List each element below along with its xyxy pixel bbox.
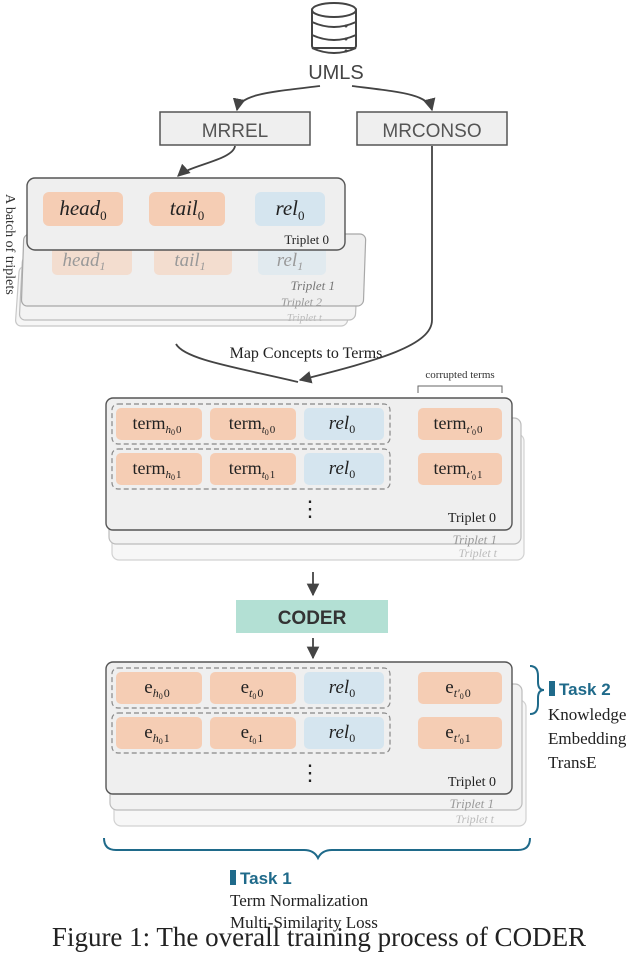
e-tprime-1-chip bbox=[418, 717, 502, 749]
term-h-0-chip bbox=[116, 408, 202, 440]
mrrel-label: MRREL bbox=[202, 121, 269, 142]
terms-ellipsis: ⋮ bbox=[299, 496, 321, 521]
e-h-1-chip bbox=[116, 717, 202, 749]
rel-terms-0-text: rel0 bbox=[329, 413, 355, 436]
tail-1-text: tail1 bbox=[174, 250, 205, 273]
arrow-umls-mrconso bbox=[351, 85, 436, 112]
arrow-mrconso-terms bbox=[298, 146, 433, 384]
rel-terms-0-chip bbox=[304, 408, 384, 440]
term-t-0-text: termt00 bbox=[229, 413, 276, 437]
umls-label: UMLS bbox=[308, 62, 364, 84]
task1-line-1: Term Normalization bbox=[230, 891, 369, 910]
head-0-chip bbox=[43, 192, 123, 226]
terms-card-t-label: Triplet t bbox=[459, 546, 498, 560]
batch-card-0-label: Triplet 0 bbox=[284, 232, 329, 247]
task2-line-1: Knowledge bbox=[548, 705, 626, 724]
rel-1-chip bbox=[258, 246, 326, 275]
term-h-0-text: termh00 bbox=[133, 413, 183, 437]
terms-row-0-group bbox=[111, 403, 391, 445]
head-1-chip bbox=[52, 246, 132, 275]
mrconso-label: MRCONSO bbox=[382, 121, 481, 142]
terms-row-1-group bbox=[111, 448, 391, 490]
task2-title: Task 2 bbox=[559, 680, 611, 699]
term-t-1-text: termt01 bbox=[229, 458, 276, 482]
task2-marker bbox=[549, 681, 555, 696]
batch-card-3-label: Triplet t bbox=[287, 312, 323, 324]
head-1-text: head1 bbox=[63, 250, 106, 273]
term-tprime-1-chip bbox=[418, 453, 502, 485]
head-0-text: head0 bbox=[59, 196, 106, 223]
arrow-mrrel-batch bbox=[177, 145, 236, 177]
rel-emb-0-chip bbox=[304, 672, 384, 704]
term-tprime-0-chip bbox=[418, 408, 502, 440]
rel-terms-1-text: rel0 bbox=[329, 458, 355, 481]
corrupted-terms-label: corrupted terms bbox=[425, 369, 494, 381]
rel-terms-1-chip bbox=[304, 453, 384, 485]
term-tprime-1-text: termt′01 bbox=[434, 458, 483, 482]
term-t-0-chip bbox=[210, 408, 296, 440]
rel-1-text: rel1 bbox=[277, 250, 303, 273]
terms-card-1-label: Triplet 1 bbox=[453, 532, 497, 547]
terms-card-0-label: Triplet 0 bbox=[448, 511, 496, 526]
emb-card-t-label: Triplet t bbox=[456, 812, 495, 826]
emb-card-0-label: Triplet 0 bbox=[448, 775, 496, 790]
arrow-umls-mrrel bbox=[232, 85, 321, 112]
e-t-0-chip bbox=[210, 672, 296, 704]
corrupted-bracket bbox=[417, 385, 503, 393]
e-t-1-chip bbox=[210, 717, 296, 749]
task2-line-3: TransE bbox=[548, 753, 597, 772]
e-tprime-0-text: et′00 bbox=[445, 677, 470, 701]
term-h-1-chip bbox=[116, 453, 202, 485]
emb-card-1-label: Triplet 1 bbox=[450, 796, 494, 811]
tail-1-chip bbox=[154, 246, 232, 275]
database-icon bbox=[311, 2, 357, 54]
coder-label: CODER bbox=[278, 608, 347, 629]
e-tprime-1-text: et′01 bbox=[445, 722, 470, 746]
task2-line-2: Embedding bbox=[548, 729, 627, 748]
arrow-batch-terms bbox=[175, 343, 299, 383]
rel-0-text: rel0 bbox=[275, 196, 304, 223]
coder-box bbox=[236, 600, 388, 633]
e-tprime-0-chip bbox=[418, 672, 502, 704]
map-label: Map Concepts to Terms bbox=[230, 345, 383, 362]
term-tprime-0-text: termt′00 bbox=[434, 413, 483, 437]
emb-row-1-group bbox=[111, 712, 391, 754]
mrconso-box bbox=[356, 111, 508, 146]
term-t-1-chip bbox=[210, 453, 296, 485]
batch-side-label: A batch of triplets bbox=[2, 194, 17, 295]
rel-emb-1-text: rel0 bbox=[329, 722, 355, 745]
rel-0-chip bbox=[255, 192, 325, 226]
figure-caption: Figure 1: The overall training process o… bbox=[51, 922, 587, 952]
rel-emb-1-chip bbox=[304, 717, 384, 749]
emb-row-0-group bbox=[111, 667, 391, 709]
e-h-0-text: eh00 bbox=[144, 677, 169, 701]
task1-marker bbox=[230, 870, 236, 885]
e-h-1-text: eh01 bbox=[144, 722, 169, 746]
term-h-1-text: termh01 bbox=[133, 458, 182, 482]
rel-emb-0-text: rel0 bbox=[329, 677, 355, 700]
tail-0-chip bbox=[149, 192, 225, 226]
mrrel-box bbox=[159, 111, 311, 146]
batch-card-2-label: Triplet 2 bbox=[281, 295, 322, 309]
emb-ellipsis: ⋮ bbox=[299, 760, 321, 785]
e-t-0-text: et00 bbox=[241, 677, 264, 701]
task1-brace bbox=[103, 837, 531, 861]
e-h-0-chip bbox=[116, 672, 202, 704]
task1-title: Task 1 bbox=[240, 869, 292, 888]
tail-0-text: tail0 bbox=[170, 196, 205, 223]
batch-card-1-label: Triplet 1 bbox=[291, 278, 335, 293]
task2-brace bbox=[529, 665, 545, 715]
task1-line-2: Multi-Similarity Loss bbox=[230, 913, 378, 932]
e-t-1-text: et01 bbox=[241, 722, 264, 746]
